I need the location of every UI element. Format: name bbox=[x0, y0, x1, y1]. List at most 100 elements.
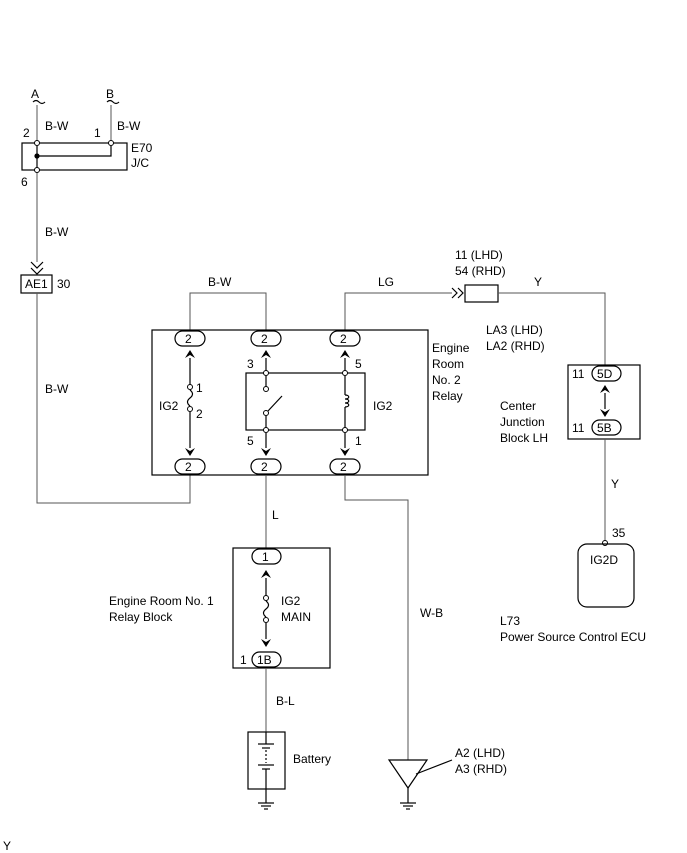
cjb-name-2: Junction bbox=[500, 415, 545, 429]
ecu-name: Power Source Control ECU bbox=[500, 630, 646, 644]
ecu-terminal: IG2D bbox=[590, 553, 618, 567]
ig2-main-label-1: IG2 bbox=[281, 594, 301, 608]
relay-switch-contact bbox=[267, 395, 283, 412]
relay-box-title-3: No. 2 bbox=[432, 373, 461, 387]
relay-top-pin-1: 2 bbox=[174, 330, 206, 347]
relay-block-1-bottom-pin: 1B bbox=[251, 651, 282, 668]
relay-bottom-pin-2: 2 bbox=[250, 458, 282, 475]
ecu-pin: 35 bbox=[612, 526, 626, 540]
ig2-main-fuse-icon bbox=[262, 600, 270, 618]
cjb-bottom-pin: 11 bbox=[572, 421, 585, 435]
relay-box-title-4: Relay bbox=[432, 389, 463, 403]
relay-block-engine-room-1 bbox=[232, 547, 331, 669]
wire-y-top bbox=[498, 292, 606, 366]
ecu-code: L73 bbox=[500, 614, 520, 628]
relay-block-1-name-1: Engine Room No. 1 bbox=[109, 594, 214, 608]
jc-pin-1-dot bbox=[108, 140, 114, 146]
jc-code: E70 bbox=[131, 141, 153, 155]
relay-arrow-top-1 bbox=[185, 350, 195, 358]
relay-coil-icon bbox=[344, 394, 350, 408]
relay-block-1-name-2: Relay Block bbox=[109, 610, 173, 624]
relay-box-title-1: Engine bbox=[432, 341, 470, 355]
svg-text:2: 2 bbox=[340, 460, 347, 474]
splice-bottom-line1: LA3 (LHD) bbox=[486, 323, 543, 337]
coil-pin-top: 5 bbox=[355, 357, 362, 371]
ecu-box bbox=[577, 543, 635, 608]
cjb-connector-5b: 5B bbox=[591, 419, 622, 436]
svg-text:5D: 5D bbox=[597, 367, 613, 381]
relay-arrow-bottom-2 bbox=[261, 448, 271, 456]
relay-arrow-top-2 bbox=[261, 350, 271, 358]
wire-wb bbox=[344, 475, 409, 760]
relay-block-1-arrow-up bbox=[261, 570, 271, 578]
wire-label-bw-c: B-W bbox=[45, 225, 69, 239]
wire-lg bbox=[344, 292, 452, 330]
ground-icon bbox=[400, 788, 416, 810]
relay-box-title-2: Room bbox=[432, 357, 464, 371]
relay-bottom-pin-1: 2 bbox=[174, 458, 206, 475]
svg-text:2: 2 bbox=[261, 332, 268, 346]
cjb-name-1: Center bbox=[500, 399, 536, 413]
cjb-top-pin: 11 bbox=[572, 367, 585, 381]
relay-arrow-top-3 bbox=[340, 350, 350, 358]
relay-block-1-top-pin: 1 bbox=[251, 548, 282, 565]
connector-ae1-pin: 30 bbox=[57, 277, 71, 291]
terminal-b-label: B bbox=[106, 87, 114, 101]
switch-pin-bottom: 5 bbox=[247, 434, 254, 448]
coil-pin-bottom: 1 bbox=[355, 434, 362, 448]
switch-pin-top: 3 bbox=[247, 357, 254, 371]
ground-label-1: A2 (LHD) bbox=[455, 746, 505, 760]
ground-label-2: A3 (RHD) bbox=[455, 762, 507, 776]
wire-label-bw-a: B-W bbox=[45, 119, 69, 133]
cjb-name-3: Block LH bbox=[500, 431, 548, 445]
ig2-fuse-pin-top: 1 bbox=[196, 381, 203, 395]
jc-pin-left: 2 bbox=[23, 126, 30, 140]
splice-chevron bbox=[451, 287, 464, 299]
wire-label-bw-b: B-W bbox=[117, 119, 141, 133]
terminal-b-break bbox=[106, 99, 120, 105]
relay-bottom-pin-3: 2 bbox=[329, 458, 361, 475]
ground-leader-line bbox=[415, 759, 453, 775]
ground-point-triangle bbox=[387, 759, 429, 790]
connector-ae1-chevron bbox=[30, 261, 44, 275]
relay-block-1-arrow-down bbox=[261, 639, 271, 647]
svg-text:2: 2 bbox=[185, 332, 192, 346]
jc-junction-dot bbox=[34, 153, 40, 159]
terminal-a-break bbox=[32, 99, 46, 105]
relay-arrow-bottom-1 bbox=[185, 448, 195, 456]
cjb-arrow-up bbox=[600, 385, 610, 393]
svg-text:2: 2 bbox=[185, 460, 192, 474]
relay-arrow-bottom-3 bbox=[340, 448, 350, 456]
relay-top-pin-2: 2 bbox=[250, 330, 282, 347]
wire-label-l: L bbox=[272, 508, 279, 522]
wire-ae1-to-relay bbox=[36, 293, 191, 504]
wire-label-lg: LG bbox=[378, 275, 394, 289]
cjb-arrow-down bbox=[600, 409, 610, 417]
relay-box-engine-room-2 bbox=[151, 329, 429, 476]
ig2-relay-label: IG2 bbox=[373, 399, 393, 413]
svg-text:1B: 1B bbox=[257, 653, 272, 667]
connector-ae1-label: AE1 bbox=[25, 277, 48, 291]
jc-pin-right: 1 bbox=[94, 126, 101, 140]
cjb-connector-5d: 5D bbox=[591, 365, 622, 382]
splice-bottom-line2: LA2 (RHD) bbox=[486, 339, 545, 353]
battery-ground-icon bbox=[258, 789, 274, 810]
svg-text:2: 2 bbox=[261, 460, 268, 474]
wire-label-wb: W-B bbox=[420, 606, 443, 620]
center-junction-block bbox=[567, 364, 641, 440]
ig2-fuse-icon bbox=[186, 389, 194, 407]
ig2-relay-inner-box bbox=[245, 372, 366, 431]
splice-box bbox=[464, 284, 499, 303]
jc-pin-6-dot bbox=[34, 167, 40, 173]
battery-icon bbox=[258, 732, 274, 789]
wire-label-y-top: Y bbox=[534, 275, 542, 289]
wire-bw-loop bbox=[189, 292, 267, 330]
battery-label: Battery bbox=[293, 752, 331, 766]
corner-mark: Y bbox=[3, 839, 11, 853]
wire-label-y-ecu: Y bbox=[611, 477, 619, 491]
svg-text:5B: 5B bbox=[597, 421, 612, 435]
splice-top-line1: 11 (LHD) bbox=[455, 248, 503, 262]
jc-name: J/C bbox=[131, 156, 149, 170]
svg-text:2: 2 bbox=[340, 332, 347, 346]
